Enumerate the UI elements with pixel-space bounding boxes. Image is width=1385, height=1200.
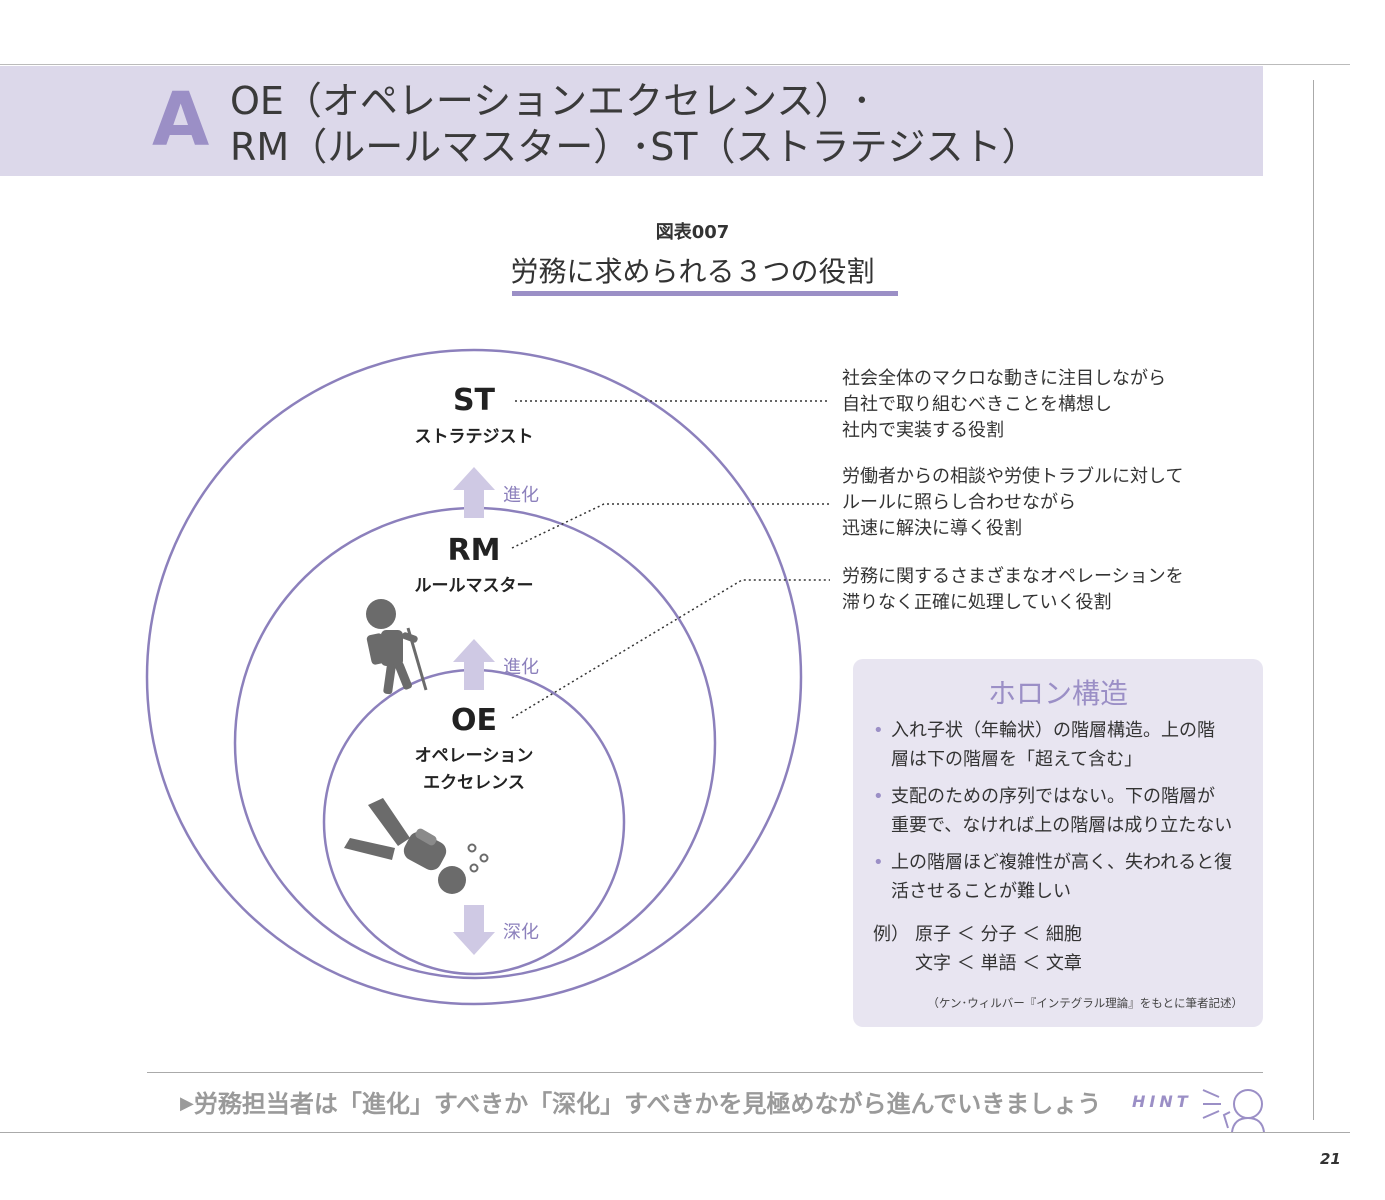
bullet-line: 活させることが難しい <box>891 881 1071 902</box>
example-line2: 文字 ＜ 単語 ＜ 文章 <box>915 953 1082 974</box>
role-oe-name-line2: エクセレンス <box>423 773 525 793</box>
top-rule <box>0 64 1350 65</box>
arrow-down <box>453 905 495 955</box>
desc-oe: 労務に関するさまざまなオペレーションを 滞りなく正確に処理していく役割 <box>842 564 1184 616</box>
desc-st: 社会全体のマクロな動きに注目しながら 自社で取り組むべきことを構想し 社内で実装… <box>842 366 1166 444</box>
example-line1: 原子 ＜ 分子 ＜ 細胞 <box>915 924 1082 945</box>
role-oe-abbr: OE <box>451 703 497 738</box>
diver-icon <box>344 798 489 894</box>
desc-rm-line: 労働者からの相談や労使トラブルに対して <box>842 466 1184 487</box>
header-band <box>0 66 1263 176</box>
arrow-up-1-label: 進化 <box>503 485 539 506</box>
leader-rm <box>511 503 830 549</box>
figure-title: 労務に求められる３つの役割 <box>510 255 875 288</box>
hint-marker: ▶ <box>180 1093 194 1114</box>
arrow-down-label: 深化 <box>503 922 539 943</box>
section-title-line2: RM（ルールマスター）･ST（ストラテジスト） <box>230 125 1040 169</box>
bullet-dot: • <box>873 720 884 741</box>
figure-title-underline <box>512 291 898 296</box>
bullet-line: 上の階層ほど複雑性が高く、失われると復 <box>891 852 1233 873</box>
holon-bullet: • 入れ子状（年輪状）の階層構造。上の階 層は下の階層を「超えて含む」 <box>873 716 1253 774</box>
desc-rm-line: 迅速に解決に導く役割 <box>842 518 1022 539</box>
bullet-line: 重要で、なければ上の階層は成り立たない <box>891 815 1233 836</box>
hint-message: 労務担当者は「進化」すべきか「深化」すべきかを見極めながら進んでいきましょう <box>193 1090 1102 1118</box>
holon-source: （ケン･ウィルバー『インテグラル理論』をもとに筆者記述） <box>927 996 1243 1010</box>
arrow-up-2-label: 進化 <box>503 657 539 678</box>
role-st-name: ストラテジスト <box>414 427 534 447</box>
holon-box <box>853 659 1263 1027</box>
desc-st-line: 自社で取り組むべきことを構想し <box>842 394 1112 415</box>
circle-st <box>145 348 803 1006</box>
section-title-line1: OE（オペレーションエクセレンス）･ <box>230 79 872 123</box>
figure-number: 図表007 <box>655 222 730 243</box>
hiker-icon <box>366 599 428 695</box>
bullet-line: 層は下の階層を「超えて含む」 <box>891 749 1143 770</box>
role-rm-name: ルールマスター <box>414 576 534 596</box>
arrow-up-2 <box>453 639 495 690</box>
desc-rm: 労働者からの相談や労使トラブルに対して ルールに照らし合わせながら 迅速に解決に… <box>842 464 1183 542</box>
desc-st-line: 社会全体のマクロな動きに注目しながら <box>842 368 1166 389</box>
bullet-dot: • <box>873 852 884 873</box>
role-st-abbr: ST <box>452 383 496 418</box>
example-label: 例） <box>873 924 909 945</box>
holon-title: ホロン構造 <box>987 677 1128 710</box>
holon-bullet: • 支配のための序列ではない。下の階層が 重要で、なければ上の階層は成り立たない <box>873 782 1253 840</box>
desc-st-line: 社内で実装する役割 <box>842 420 1004 441</box>
desc-oe-line: 滞りなく正確に処理していく役割 <box>842 592 1112 613</box>
page-number: 21 <box>1320 1150 1341 1168</box>
hint-text: ▶労務担当者は「進化」すべきか「深化」すべきかを見極めながら進んでいきましょう <box>180 1084 1101 1119</box>
bullet-dot: • <box>873 786 884 807</box>
hint-separator <box>147 1072 1263 1073</box>
role-rm-abbr: RM <box>447 533 501 568</box>
desc-oe-line: 労務に関するさまざまなオペレーションを <box>842 566 1184 587</box>
bullet-line: 支配のための序列ではない。下の階層が <box>891 786 1215 807</box>
leader-oe <box>511 579 830 719</box>
arrow-up-1 <box>453 467 495 518</box>
holon-bullet: • 上の階層ほど複雑性が高く、失われると復 活させることが難しい <box>873 848 1253 906</box>
bullet-line: 入れ子状（年輪状）の階層構造。上の階 <box>891 720 1215 741</box>
hint-person-icon <box>1202 1089 1265 1133</box>
section-letter: A <box>152 77 210 163</box>
desc-rm-line: ルールに照らし合わせながら <box>842 492 1076 513</box>
hint-label: HINT <box>1132 1092 1192 1111</box>
right-rule <box>1313 80 1314 1120</box>
role-oe-name-line1: オペレーション <box>414 746 534 766</box>
bottom-rule <box>0 1132 1350 1133</box>
